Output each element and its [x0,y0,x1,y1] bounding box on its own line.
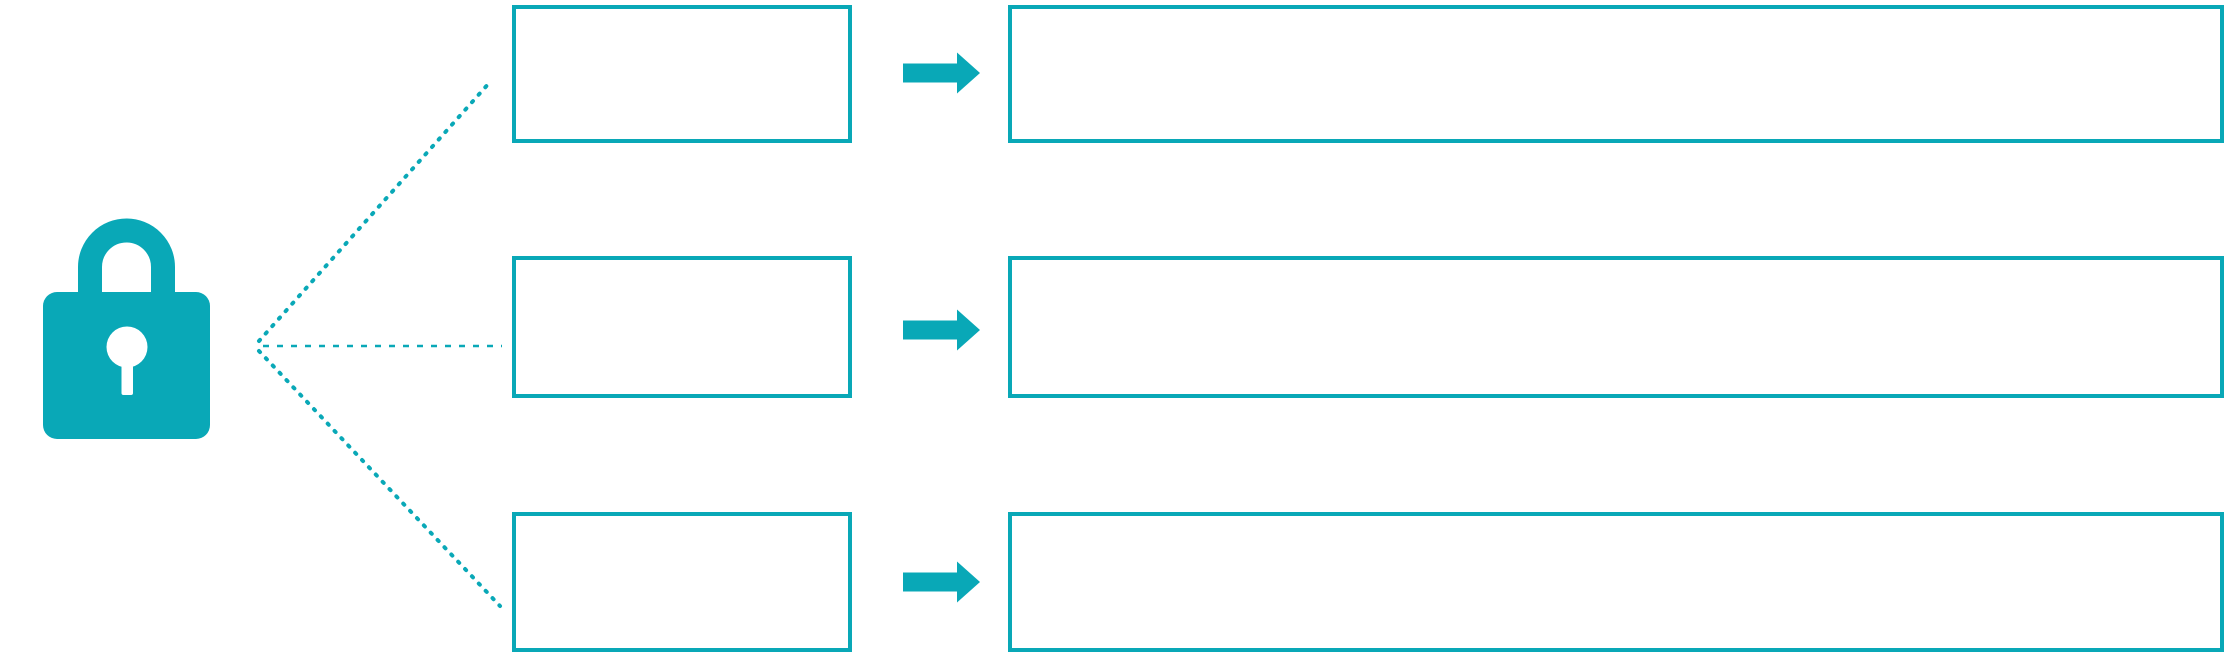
dotted-connectors [257,80,502,608]
right-arrow-icon [903,52,980,94]
detail-box-row-1[interactable] [1008,5,2224,143]
detail-box-row-2[interactable] [1008,256,2224,398]
lock-icon [43,218,210,439]
right-arrow-icon [903,561,980,603]
lock-body [43,292,210,439]
lock-shackle [78,218,175,296]
connector-line-top [257,80,492,343]
connector-line-bottom [257,349,502,608]
detail-box-row-3[interactable] [1008,512,2224,652]
right-arrows [903,52,980,603]
right-arrow-icon [903,309,980,351]
label-box-row-1[interactable] [512,5,852,143]
label-box-row-3[interactable] [512,512,852,652]
lock-keyhole-circle [106,326,148,368]
lock-keyhole-stem [121,350,133,395]
label-box-row-2[interactable] [512,256,852,398]
